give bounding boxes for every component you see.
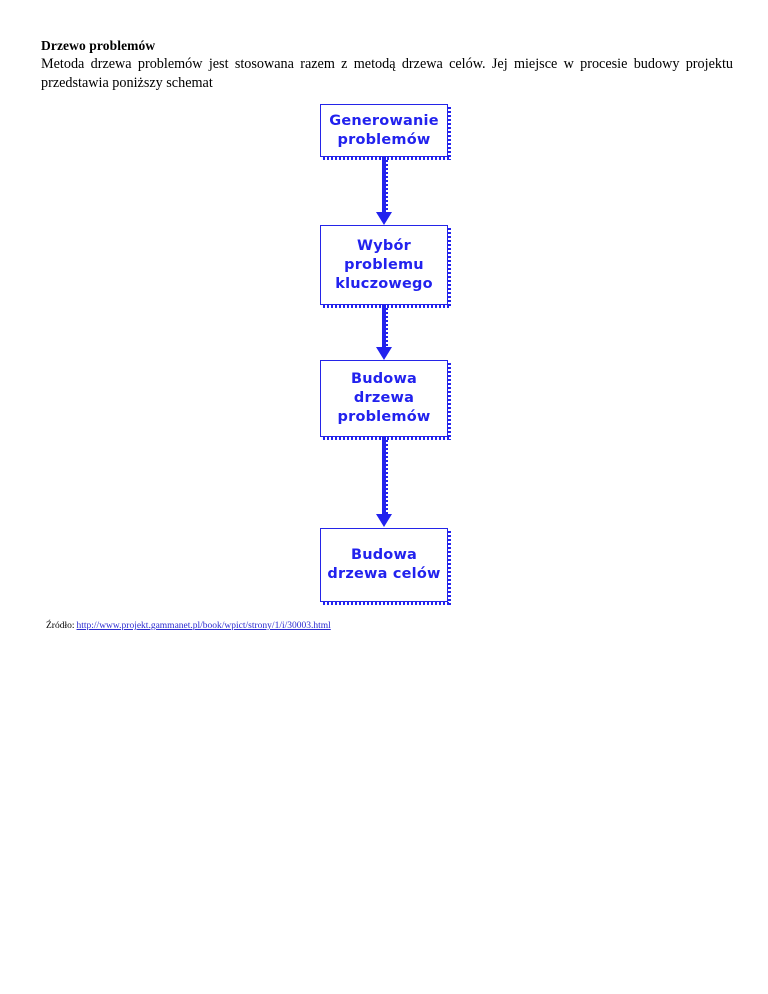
flowchart-node-3[interactable]: Budowa drzewa problemów <box>320 360 448 437</box>
flowchart-node-4-label: Budowa drzewa celów <box>327 547 441 582</box>
node-1-shadow-right <box>448 107 451 160</box>
page-title: Drzewo problemów <box>41 38 156 53</box>
node-2-shadow-bottom <box>323 305 451 308</box>
connector-1-arrowhead <box>376 212 392 225</box>
node-3-shadow-bottom <box>323 437 451 440</box>
connector-2-arrowhead <box>376 347 392 360</box>
connector-1-line <box>382 157 386 215</box>
source-label: Źródło: <box>46 621 75 631</box>
connector-3-line-shadow <box>386 440 388 518</box>
connector-3-arrowhead <box>376 514 392 527</box>
connector-1-line-shadow <box>386 160 388 218</box>
node-4-shadow-right <box>448 531 451 605</box>
flowchart-node-1-label: Generowanie problemów <box>329 112 439 148</box>
intro-paragraph: Metoda drzewa problemów jest stosowana r… <box>41 56 733 91</box>
source-url-link[interactable]: http://www.projekt.gammanet.pl/book/wpic… <box>76 621 331 631</box>
node-1-shadow-bottom <box>323 157 451 160</box>
node-4-shadow-bottom <box>323 602 451 605</box>
node-2-shadow-right <box>448 228 451 308</box>
node-3-shadow-right <box>448 363 451 440</box>
flowchart-node-2-label: Wybór problemu kluczowego <box>335 237 433 292</box>
connector-3-line <box>382 437 386 515</box>
flowchart-node-1[interactable]: Generowanie problemów <box>320 104 448 157</box>
document-text-block: Drzewo problemów Metoda drzewa problemów… <box>41 38 733 92</box>
problem-tree-flowchart: Generowanie problemów Wybór problemu klu… <box>320 104 451 605</box>
flowchart-node-2[interactable]: Wybór problemu kluczowego <box>320 225 448 305</box>
connector-2-line <box>382 305 386 349</box>
flowchart-node-3-label: Budowa drzewa problemów <box>337 371 431 425</box>
flowchart-node-4[interactable]: Budowa drzewa celów <box>320 528 448 602</box>
connector-2-line-shadow <box>386 308 388 352</box>
source-attribution: Źródło:http://www.projekt.gammanet.pl/bo… <box>46 620 331 632</box>
